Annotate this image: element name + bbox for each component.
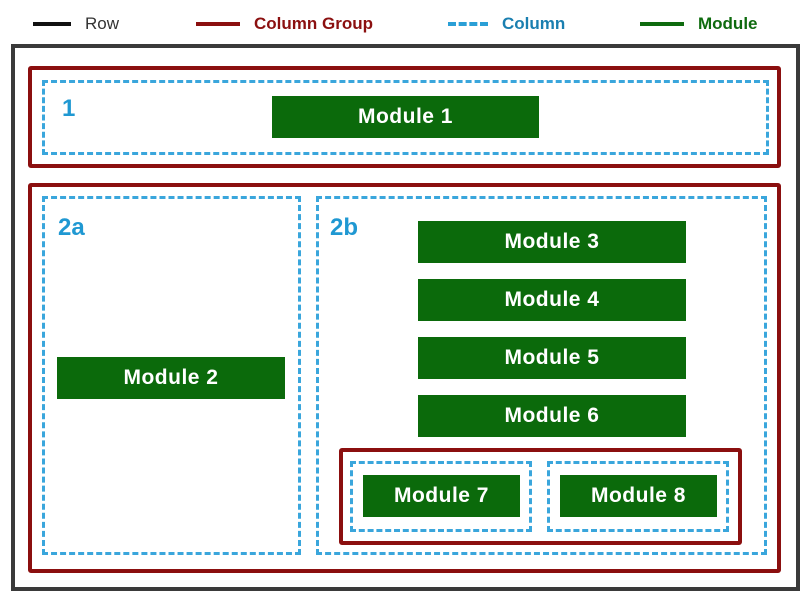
legend-module: Module (640, 12, 758, 36)
column-group-2 (28, 183, 781, 573)
legend-row-label: Row (85, 14, 120, 33)
legend-column-group-label: Column Group (254, 14, 373, 33)
legend-row: Row (33, 12, 119, 36)
module-8: Module 8 (560, 475, 717, 517)
column-1-label: 1 (62, 95, 76, 122)
legend-column-line (448, 22, 488, 26)
column-2b-label: 2b (330, 214, 359, 241)
column-2b (316, 196, 767, 555)
legend-module-line (640, 22, 684, 26)
module-6: Module 6 (418, 395, 686, 437)
module-7: Module 7 (363, 475, 520, 517)
column-1 (42, 80, 769, 155)
column-7 (350, 461, 532, 532)
module-2: Module 2 (57, 357, 285, 399)
module-4: Module 4 (418, 279, 686, 321)
module-3: Module 3 (418, 221, 686, 263)
column-8 (547, 461, 729, 532)
module-5: Module 5 (418, 337, 686, 379)
column-2a (42, 196, 301, 555)
legend-row-line (33, 22, 71, 26)
legend-module-label: Module (698, 14, 758, 33)
row-container (11, 44, 800, 591)
column-group-1 (28, 66, 781, 168)
legend-column-label: Column (502, 14, 566, 33)
module-1: Module 1 (272, 96, 539, 138)
legend-column-group-line (196, 22, 240, 26)
column-2a-label: 2a (58, 214, 85, 241)
legend-column-group: Column Group (196, 12, 373, 36)
column-group-nested (339, 448, 742, 545)
legend-column: Column (448, 12, 565, 36)
